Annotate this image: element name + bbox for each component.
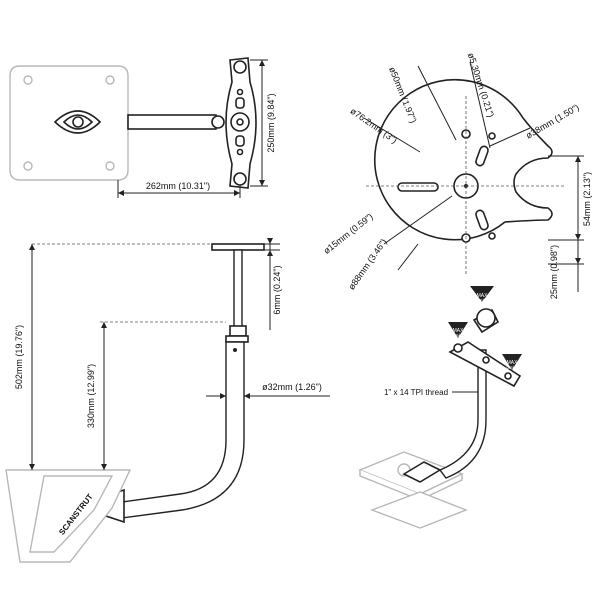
base-hole-icon [105,161,115,171]
bracket-detail-view: 54mm (2.13") 25mm (0.98") ø50mm (1.97") … [322,52,592,300]
bracket-disc [373,78,553,241]
support-arm [127,114,217,130]
max-label: MAX [453,328,465,334]
curved-tube [121,341,245,519]
max-label: MAX [477,293,489,299]
base-hole-icon [23,75,33,85]
base-hole-icon [105,75,115,85]
max-weight-label: 0.5kg [506,365,518,370]
dim-250-label: 250mm (9.84") [266,93,276,152]
base-hole-icon [23,161,33,171]
top-view: 250mm (9.84") 262mm (10.31") [9,57,276,198]
max-weight-label: 0.5kg [452,333,464,338]
max-load-icon [470,286,494,302]
iso-pole [438,349,487,479]
dim-502-label: 502mm (19.76") [14,325,24,389]
dim-262-label: 262mm (10.31") [146,181,210,191]
dim-32-label: ø32mm (1.26") [262,382,322,392]
dim-15-label: ø15mm (0.59") [322,211,375,256]
dim-88-label: ø88mm (3.46") [346,237,388,292]
slot-horizontal [397,182,439,192]
max-weight-label: 0.5kg [476,298,488,303]
dim-38-label: ø38mm (1.50") [524,102,581,141]
max-load-icon [502,354,522,370]
iso-top-disc [476,308,496,328]
max-label: MAX [507,360,519,366]
side-view: SCANSTRUT 6mm (0.24") 502mm (19.76") 330… [5,238,330,563]
dim-6-label: 6mm (0.24") [272,265,282,314]
thread-label: 1" x 14 TPI thread [384,388,448,397]
dim-330-label: 330mm (12.99") [86,364,96,428]
dim-25-label: 25mm (0.98") [549,245,559,299]
upper-pole [233,249,243,329]
iso-bracket [448,341,522,388]
isometric-view: MAX 0.5kg MAX 0.5kg MAX 0.5kg 1" x 14 TP… [358,286,522,529]
dim-54-label: 54mm (2.13") [582,172,592,226]
top-plate [211,243,265,251]
max-load-icon [448,322,468,338]
